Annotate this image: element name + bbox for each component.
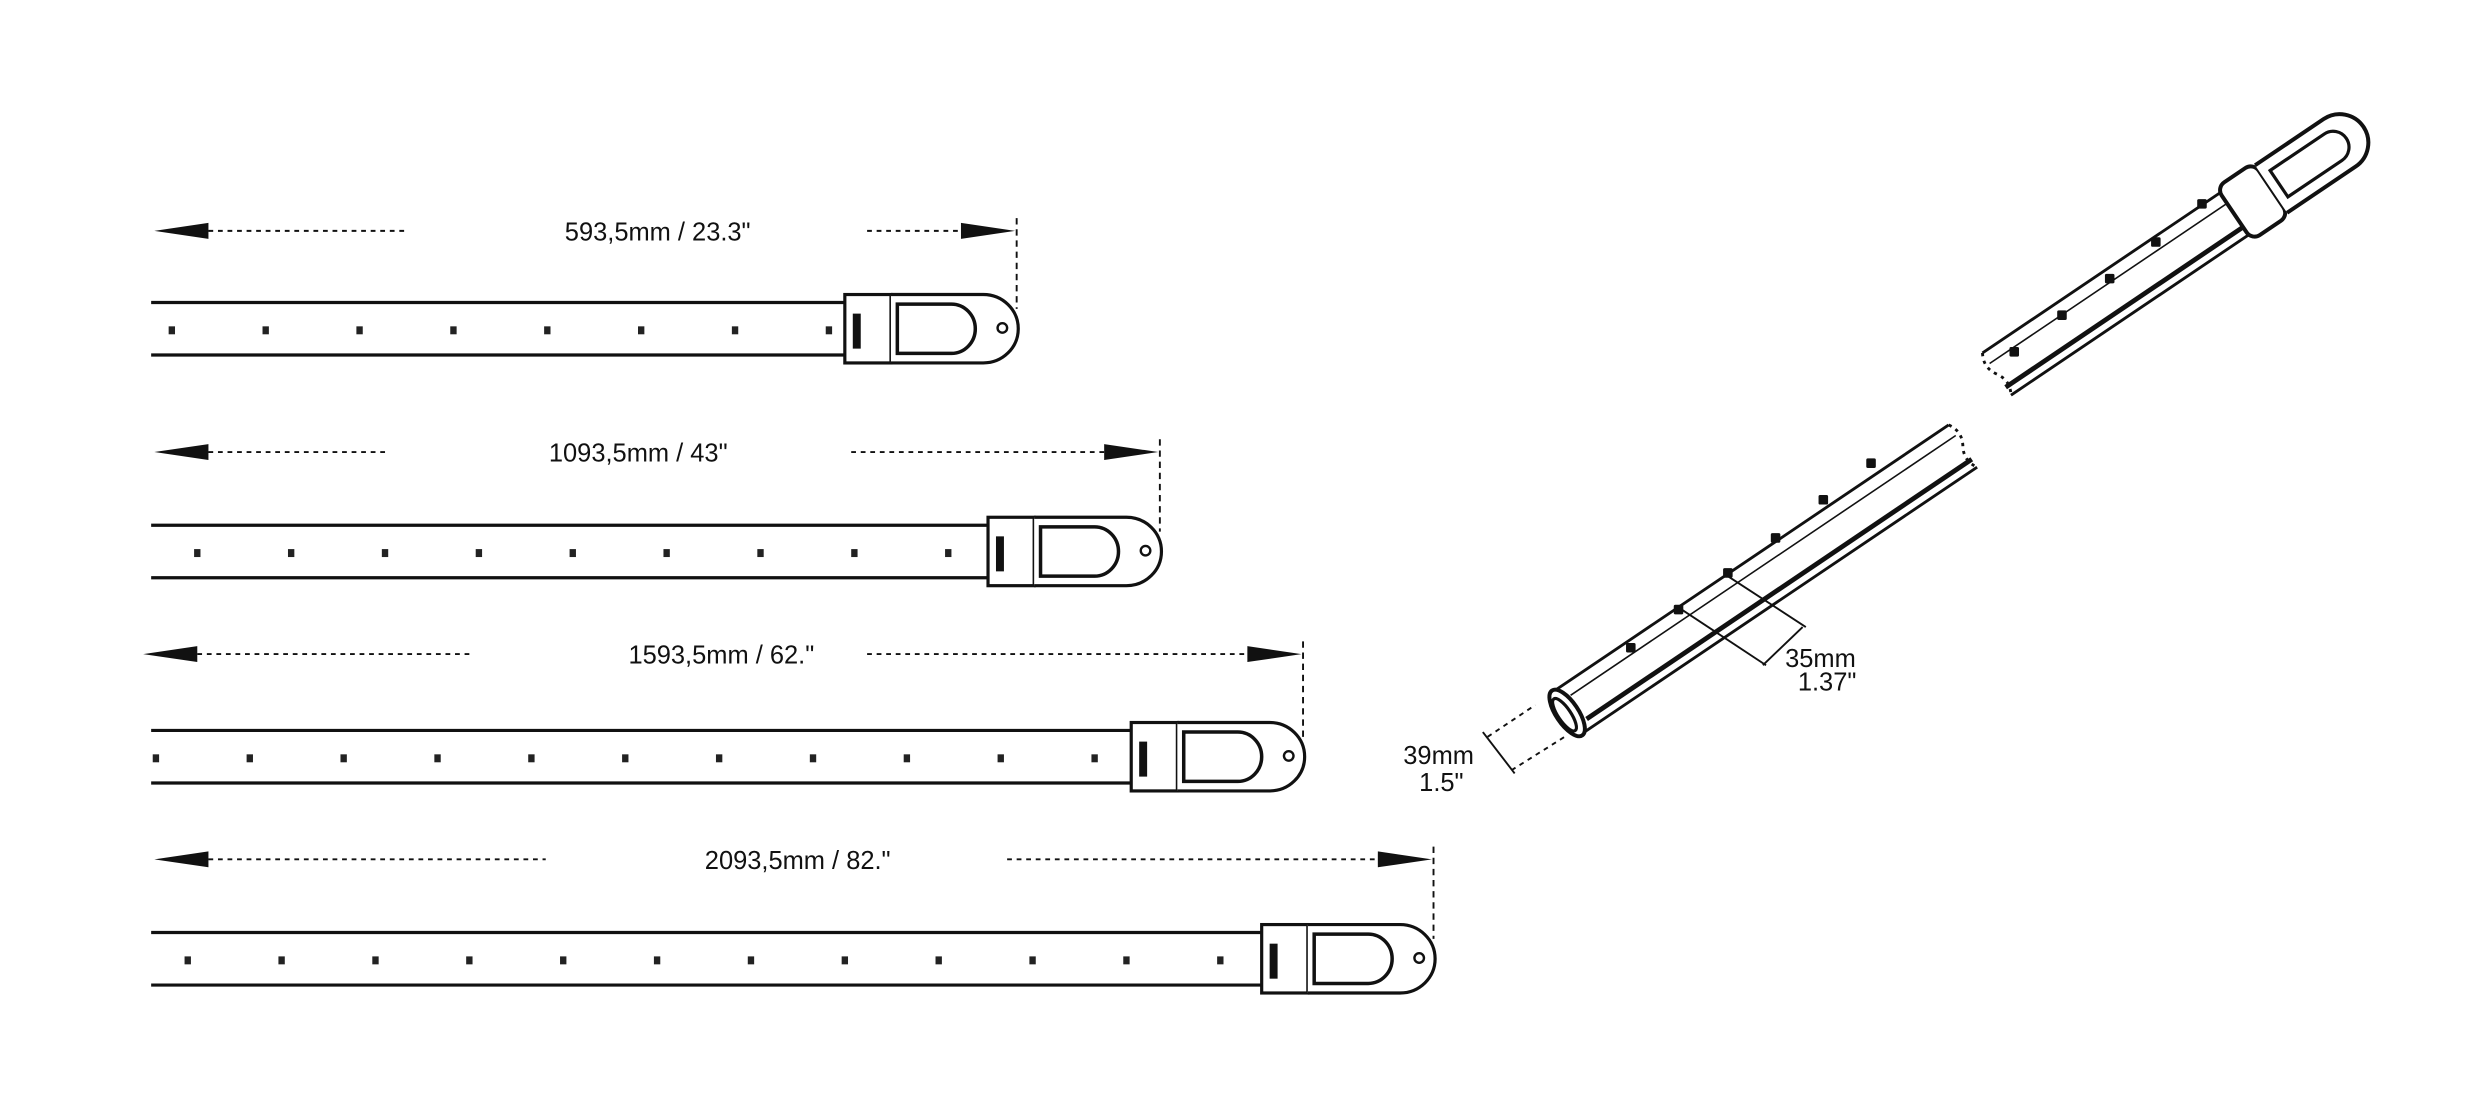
- hole: [945, 549, 952, 558]
- hole: [1673, 604, 1684, 615]
- arrow-left-icon: [154, 444, 209, 460]
- pole-drawing: 1093,5mm / 43": [151, 439, 1163, 588]
- hole: [560, 956, 567, 965]
- hole: [663, 549, 670, 558]
- hole: [851, 549, 858, 558]
- hole: [246, 754, 253, 763]
- end-cap-collar: [843, 292, 893, 365]
- diameter-mm-label: 39mm: [1403, 742, 1474, 770]
- hole: [1818, 494, 1829, 505]
- hole: [1091, 754, 1098, 763]
- pole-drawing: 1593,5mm / 62.": [143, 641, 1307, 793]
- hole: [194, 549, 201, 558]
- hole: [1723, 568, 1733, 578]
- hole: [262, 326, 269, 335]
- hole: [1123, 956, 1130, 965]
- hole: [434, 754, 441, 763]
- hole: [2151, 237, 2161, 247]
- length-label: 1093,5mm / 43": [549, 440, 728, 468]
- hook-handle: [1034, 515, 1163, 588]
- length-label: 593,5mm / 23.3": [565, 218, 751, 246]
- hook-handle: [890, 292, 1020, 365]
- hole: [466, 956, 473, 965]
- hole: [841, 956, 849, 965]
- hole: [152, 754, 160, 763]
- hole: [653, 956, 661, 965]
- hole: [903, 754, 911, 763]
- hole: [184, 956, 191, 965]
- hole: [1029, 956, 1036, 965]
- hole: [544, 326, 551, 335]
- length-label: 2093,5mm / 82.": [705, 847, 891, 875]
- hole: [475, 549, 483, 558]
- hook-handle: [1177, 720, 1307, 793]
- arrow-right-icon: [1104, 444, 1159, 460]
- hole: [2104, 273, 2115, 284]
- hole: [2009, 347, 2020, 357]
- arrow-left-icon: [154, 851, 209, 868]
- hook-handle: [1307, 922, 1437, 995]
- hole: [1866, 458, 1876, 468]
- hole: [1770, 533, 1781, 543]
- hole: [450, 326, 457, 335]
- end-cap-collar: [1260, 922, 1310, 995]
- isometric-pole: [1482, 112, 2371, 775]
- hole: [372, 956, 379, 965]
- hole: [528, 754, 535, 763]
- spacing-in-label: 1.37": [1798, 669, 1857, 697]
- hole: [356, 326, 363, 335]
- arrow-right-icon: [960, 222, 1016, 239]
- hole: [731, 326, 739, 335]
- hole: [997, 754, 1004, 763]
- hole: [935, 956, 942, 965]
- hole: [340, 754, 347, 763]
- hole: [622, 754, 629, 763]
- hole: [278, 956, 285, 965]
- arrow-left-icon: [154, 222, 209, 239]
- hole: [809, 754, 817, 763]
- pole-drawing: 593,5mm / 23.3": [151, 218, 1020, 365]
- hole: [638, 326, 645, 335]
- spacing-mm-label: 35mm: [1785, 645, 1856, 673]
- arrow-left-icon: [143, 646, 198, 663]
- length-label: 1593,5mm / 62.": [628, 642, 814, 670]
- hole: [747, 956, 755, 965]
- hole: [381, 549, 389, 558]
- end-cap-collar: [1129, 720, 1179, 793]
- hole: [715, 754, 723, 763]
- hole: [2057, 310, 2067, 320]
- arrow-right-icon: [1377, 851, 1432, 868]
- hole: [569, 549, 576, 558]
- end-cap-collar: [986, 515, 1036, 588]
- hole: [287, 549, 295, 558]
- hole: [1217, 956, 1224, 965]
- diameter-in-label: 1.5": [1419, 769, 1463, 797]
- hole: [168, 326, 176, 335]
- hole: [1626, 642, 1636, 653]
- hole: [825, 326, 833, 335]
- arrow-right-icon: [1247, 646, 1302, 663]
- hole: [2197, 199, 2207, 209]
- pole-drawing: 2093,5mm / 82.": [151, 846, 1437, 995]
- hole: [757, 549, 764, 558]
